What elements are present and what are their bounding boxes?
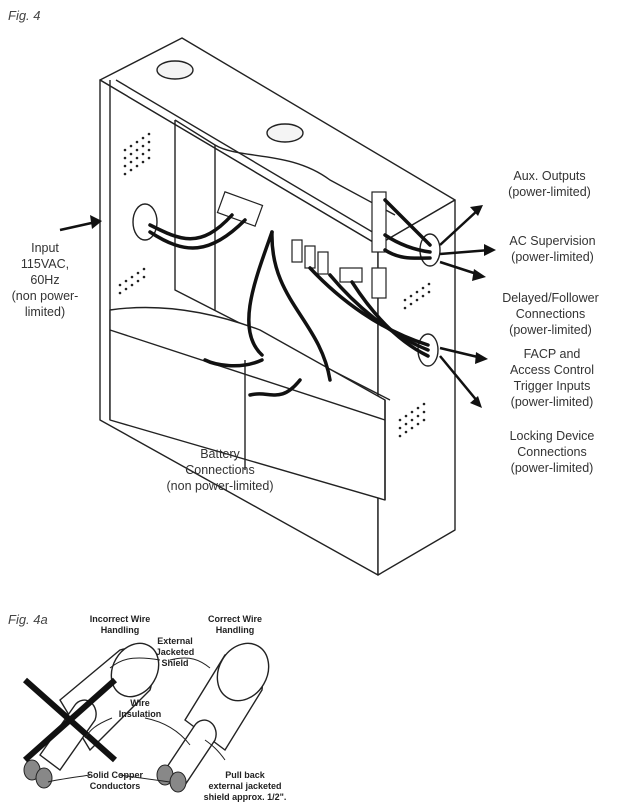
jacket-label: External Jacketed Shield (155, 636, 195, 668)
battery-label: Battery Connections (non power-limited) (166, 447, 274, 493)
main-terminal-strip (371, 191, 387, 253)
battery (109, 306, 386, 501)
fig4a-caption: Fig. 4a (8, 612, 48, 627)
top-knockout-2 (266, 123, 304, 143)
insulation-label: Wire Insulation (118, 698, 162, 719)
enclosure-side (377, 199, 456, 576)
aux-outputs-label: Aux. Outputs (power-limited) (508, 169, 591, 199)
relay-block-4 (339, 267, 363, 283)
wiring (148, 198, 432, 397)
fig4-caption: Fig. 4 (8, 8, 41, 23)
ac-supervision-label: AC Supervision (power-limited) (509, 234, 596, 264)
incorrect-x-mark (23, 677, 117, 763)
incorrect-handling-label: Incorrect Wire Handling (89, 614, 151, 635)
locking-device-label: Locking Device Connections (power-limite… (509, 429, 595, 475)
correct-handling-label: Correct Wire Handling (208, 614, 262, 635)
relay-block-3 (317, 251, 329, 275)
lower-terminal-strip (371, 267, 387, 299)
delayed-follower-label: Delayed/Follower Connections (power-limi… (502, 291, 599, 337)
pullback-label: Pull back external jacketed shield appro… (203, 770, 287, 802)
vent-dots (118, 132, 431, 438)
copper-label: Solid Copper Conductors (87, 770, 143, 791)
input-label: Input 115VAC, 60Hz (non power- limited) (11, 241, 79, 319)
top-knockout-1 (156, 60, 194, 80)
relay-block-1 (291, 239, 303, 263)
relay-block-2 (304, 245, 316, 269)
facp-label: FACP and Access Control Trigger Inputs (… (509, 347, 595, 409)
arrows (59, 205, 496, 408)
ac-terminal-block (216, 191, 264, 227)
copper-conductors (23, 759, 187, 793)
callout-lines (47, 657, 226, 783)
